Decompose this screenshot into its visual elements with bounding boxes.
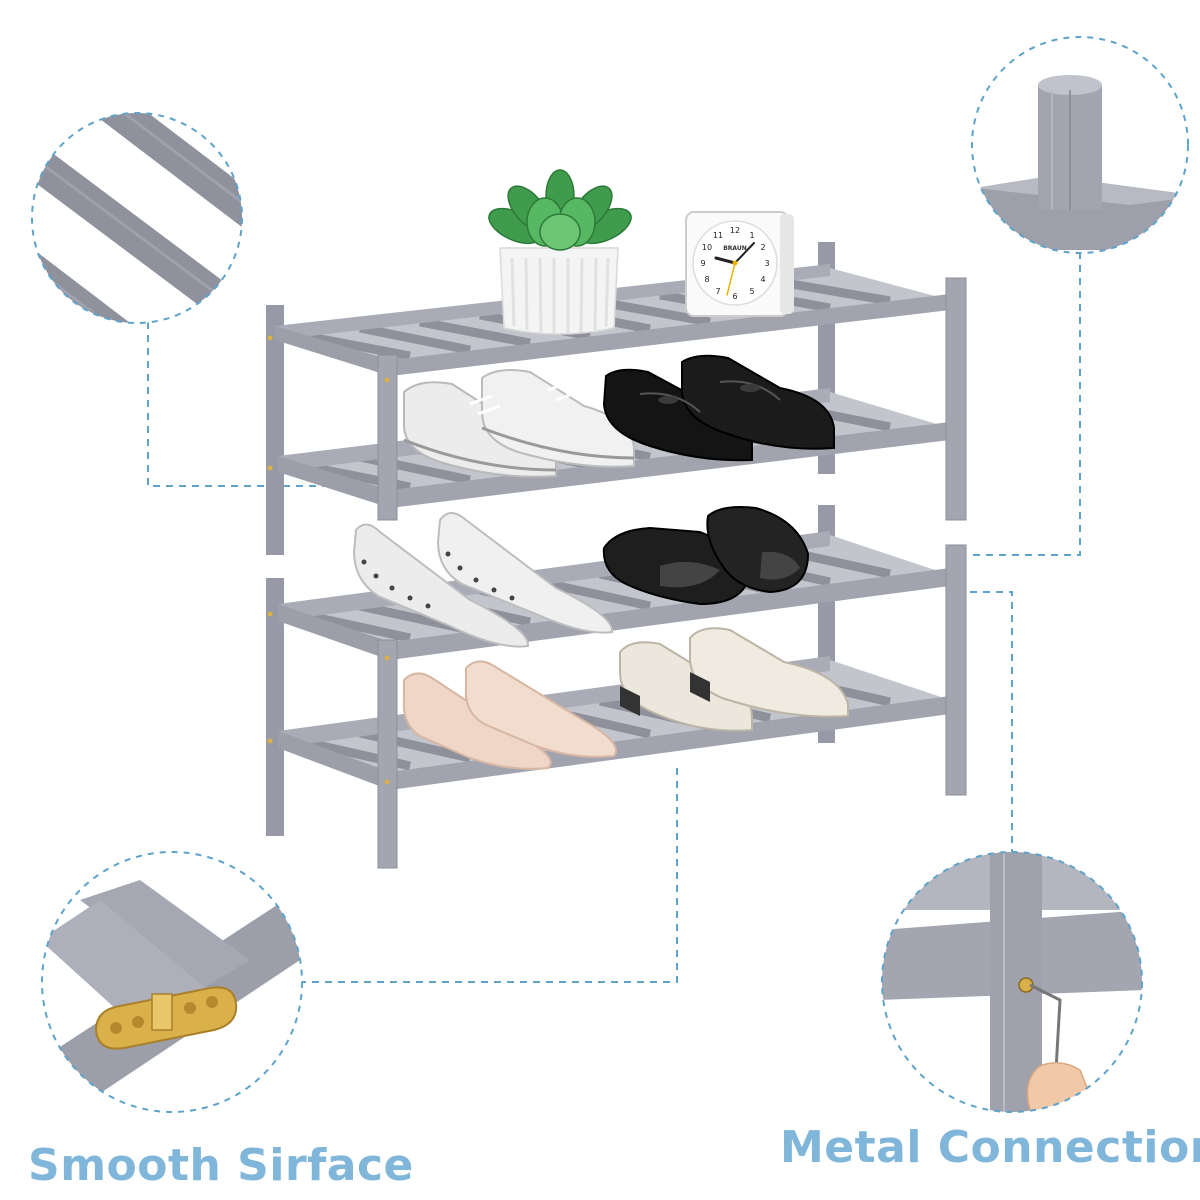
clock-number: 2 [760, 243, 765, 252]
rack-front-posts [377, 277, 967, 869]
clock-number: 7 [715, 287, 720, 296]
caption-metal-connection: Metal Connection [780, 1122, 1200, 1173]
clock-number: 3 [764, 259, 769, 268]
white-loafers [619, 627, 849, 732]
clock-number: 11 [713, 231, 723, 240]
clock-number: 9 [700, 259, 705, 268]
studded-flats [352, 512, 614, 648]
clock-number: 8 [704, 275, 709, 284]
beige-flats [402, 660, 617, 770]
clock-brand: BRAUN [723, 245, 747, 252]
black-loafers [602, 354, 835, 462]
clock-number: 4 [760, 275, 765, 284]
clock-number: 12 [730, 226, 740, 235]
clock-number: 10 [702, 243, 712, 252]
clock-numbers: 12 1 2 3 4 5 6 7 8 9 10 11 [700, 226, 769, 301]
detail-callout-slats [31, 112, 243, 324]
alarm-clock: BRAUN 12 1 2 3 4 5 6 7 8 9 10 11 [685, 211, 794, 317]
clock-number: 1 [749, 231, 754, 240]
post-screws [267, 335, 390, 785]
clock-number: 5 [749, 287, 754, 296]
white-sneakers [403, 369, 635, 478]
detail-callout-hinge [41, 851, 303, 1113]
detail-callout-post [971, 36, 1189, 254]
caption-smooth-surface: Smooth Sirface [28, 1140, 414, 1191]
clock-number: 6 [732, 292, 737, 301]
black-slides [602, 506, 810, 606]
detail-callout-connection [881, 851, 1143, 1113]
hinge-icon [94, 986, 238, 1050]
succulent-leaves [488, 169, 632, 251]
succulent-planter [488, 169, 632, 335]
clock-hands [714, 242, 755, 296]
callout-connectors [147, 252, 1081, 983]
